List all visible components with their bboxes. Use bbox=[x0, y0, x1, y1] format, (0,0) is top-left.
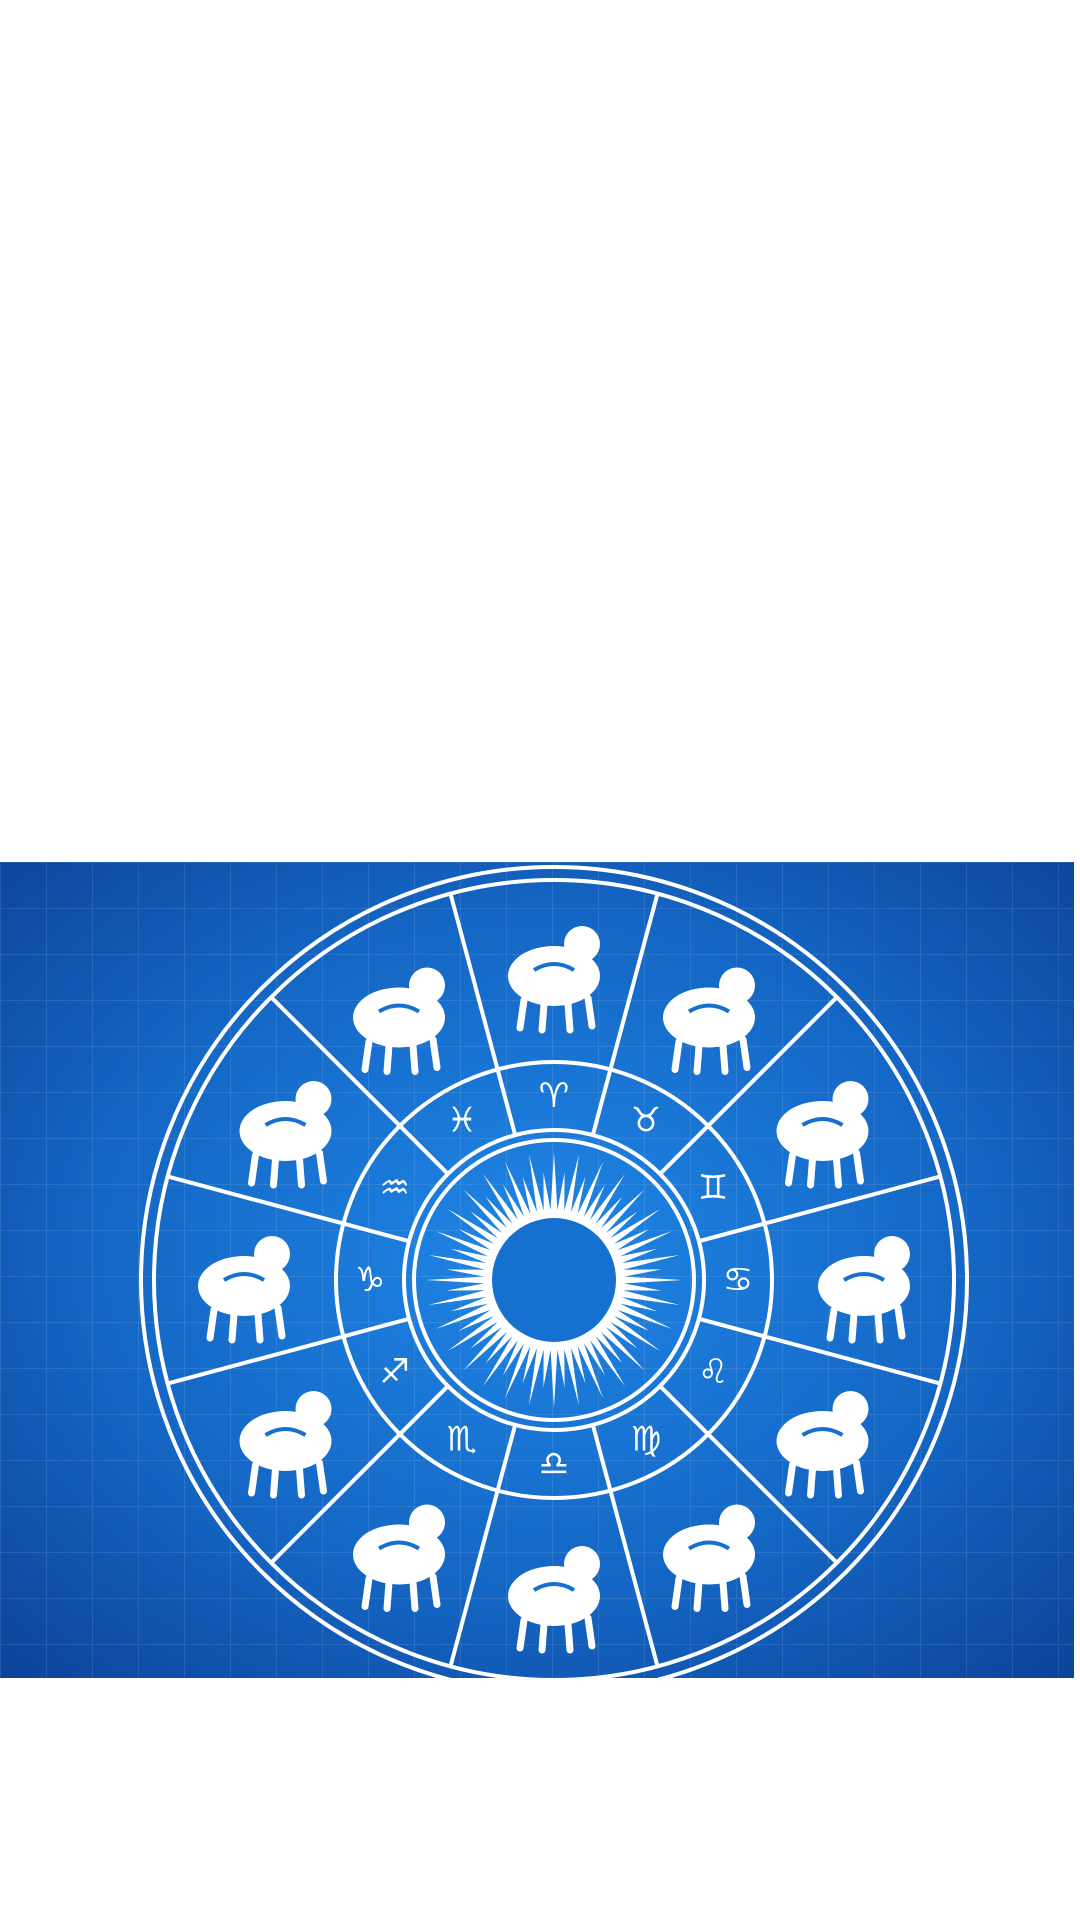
aquarius-water-bearer-icon bbox=[239, 1081, 332, 1189]
gemini-twins-icon bbox=[776, 1081, 869, 1189]
zodiac-glyphs: ♈ ♉ ♊ ♋ ♌ ♍ ♎ ♏ ♐ ♑ ♒ ♓ bbox=[355, 1076, 753, 1484]
inner-spoke bbox=[698, 1221, 766, 1244]
outer-spoke bbox=[269, 995, 402, 1128]
inner-spokes bbox=[342, 1068, 766, 1492]
zodiac-glyph: ♊ bbox=[698, 1168, 728, 1208]
sun-icon bbox=[426, 1152, 682, 1408]
outer-ring-outer bbox=[139, 865, 969, 1678]
inner-spoke bbox=[658, 1384, 710, 1436]
inner-spoke bbox=[398, 1384, 450, 1436]
outer-spoke bbox=[764, 1174, 941, 1226]
pisces-fish-icon bbox=[353, 967, 445, 1075]
inner-spoke bbox=[495, 1424, 518, 1492]
glyph-ring-inner bbox=[402, 1128, 706, 1432]
top-blank-area bbox=[0, 0, 1080, 862]
zodiac-glyph: ♒ bbox=[379, 1168, 409, 1208]
zodiac-glyph: ♉ bbox=[631, 1101, 661, 1141]
outer-spoke bbox=[706, 1432, 839, 1565]
scorpio-scorpion-icon bbox=[353, 1504, 445, 1612]
aries-ram-icon bbox=[508, 926, 600, 1034]
outer-spoke bbox=[448, 1490, 500, 1667]
zodiac-wheel bbox=[139, 865, 969, 1678]
zodiac-glyph: ♐ bbox=[379, 1352, 409, 1392]
cancer-crab-icon bbox=[818, 1236, 910, 1344]
outer-ring-inner bbox=[152, 878, 956, 1678]
outer-spoke bbox=[167, 1174, 344, 1226]
zodiac-glyph: ♈ bbox=[539, 1076, 569, 1116]
zodiac-glyph: ♋ bbox=[723, 1260, 753, 1300]
outer-spoke bbox=[269, 1432, 402, 1565]
zodiac-glyph: ♏ bbox=[447, 1419, 477, 1459]
leo-lion-icon bbox=[776, 1391, 869, 1499]
inner-spoke bbox=[495, 1068, 518, 1136]
zodiac-glyph: ♑ bbox=[355, 1260, 385, 1300]
capricorn-goat-icon bbox=[198, 1236, 290, 1344]
inner-spoke bbox=[590, 1068, 613, 1136]
bottom-blank-area bbox=[0, 1678, 1080, 1920]
inner-spoke bbox=[658, 1124, 710, 1176]
outer-spoke bbox=[608, 893, 660, 1070]
libra-scales-icon bbox=[508, 1546, 600, 1654]
inner-ring bbox=[412, 1138, 696, 1422]
virgo-maiden-icon bbox=[663, 1504, 755, 1612]
outer-spoke bbox=[608, 1490, 660, 1667]
outer-spoke bbox=[764, 1334, 941, 1386]
zodiac-glyph: ♓ bbox=[447, 1101, 477, 1141]
zodiac-wheel-image: ♈ ♉ ♊ ♋ ♌ ♍ ♎ ♏ ♐ ♑ ♒ ♓ bbox=[0, 862, 1074, 1678]
zodiac-glyph: ♍ bbox=[631, 1419, 661, 1459]
zodiac-glyph: ♎ bbox=[539, 1444, 569, 1484]
sagittarius-archer-icon bbox=[239, 1391, 332, 1499]
zodiac-figures bbox=[198, 926, 910, 1654]
inner-spoke bbox=[342, 1221, 410, 1244]
outer-spoke bbox=[706, 995, 839, 1128]
inner-spoke bbox=[698, 1316, 766, 1339]
outer-spoke bbox=[448, 893, 500, 1070]
outer-spoke bbox=[167, 1334, 344, 1386]
taurus-bull-icon bbox=[663, 967, 755, 1075]
outer-spokes bbox=[167, 893, 941, 1667]
figure-ring-inner bbox=[334, 1060, 774, 1500]
inner-spoke bbox=[342, 1316, 410, 1339]
zodiac-glyph: ♌ bbox=[698, 1352, 728, 1392]
inner-spoke bbox=[398, 1124, 450, 1176]
inner-spoke bbox=[590, 1424, 613, 1492]
